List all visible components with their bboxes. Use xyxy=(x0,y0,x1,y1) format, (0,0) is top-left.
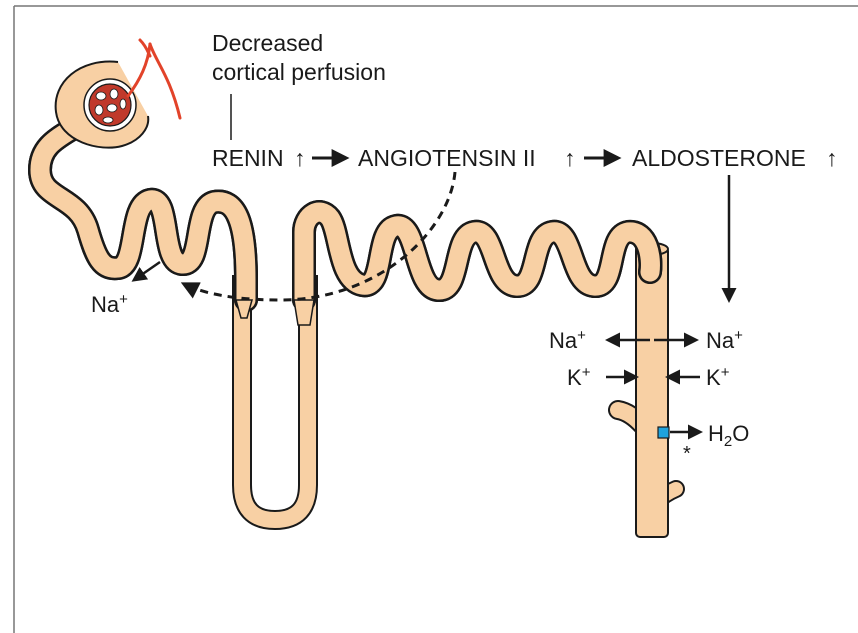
glomerulus xyxy=(56,40,180,148)
water-channel xyxy=(658,427,669,438)
na-proximal-label: Na+ xyxy=(91,291,128,317)
nephron-tubule xyxy=(40,118,650,325)
k-cd-right-label: K+ xyxy=(706,364,730,390)
aldosterone-label: ALDOSTERONE xyxy=(632,145,806,171)
angiotensin-label: ANGIOTENSIN II xyxy=(358,145,536,171)
k-cd-left-label: K+ xyxy=(567,364,591,390)
angiotensin-up-arrow: ↑ xyxy=(564,145,576,171)
collecting-duct xyxy=(618,243,676,537)
na-cd-left-label: Na+ xyxy=(549,327,586,353)
aldosterone-up-arrow: ↑ xyxy=(826,145,838,171)
renin-up-arrow: ↑ xyxy=(294,145,306,171)
capillary-tuft xyxy=(89,84,131,126)
water-channel-asterisk: * xyxy=(683,443,691,465)
water-label: H2O xyxy=(708,421,749,450)
trigger-line-2: cortical perfusion xyxy=(212,59,386,85)
trigger-line-1: Decreased xyxy=(212,30,323,56)
na-cd-right-label: Na+ xyxy=(706,327,743,353)
renin-label: RENIN xyxy=(212,145,284,171)
